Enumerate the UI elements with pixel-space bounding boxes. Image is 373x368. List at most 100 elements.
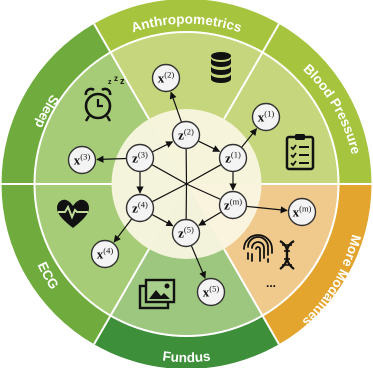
node-zm: z(m) — [218, 190, 248, 220]
star-edge-z3 — [151, 164, 187, 185]
node-circle — [287, 197, 317, 227]
segment-divider — [93, 23, 150, 120]
node-label-base: z — [132, 201, 138, 216]
star-edge-zm — [186, 183, 221, 200]
node-label: x(3) — [74, 152, 91, 168]
graph-nodes: z(2)z(1)z(m)z(5)z(4)z(3)x(2)x(1)x(m)x(5)… — [67, 63, 317, 307]
node-label-superscript: (3) — [80, 152, 90, 162]
segment-divider — [223, 248, 280, 345]
node-circle — [125, 143, 155, 173]
node-label-superscript: (1) — [231, 150, 241, 160]
node-label: x(1) — [258, 109, 275, 125]
latent-edge-z2-z1 — [198, 140, 221, 152]
node-label-superscript: (5) — [184, 225, 194, 235]
node-label: z(4) — [132, 200, 148, 216]
node-label-superscript: (1) — [264, 109, 274, 119]
node-label-base: x — [158, 71, 165, 86]
emission-edge-z3-x3 — [96, 155, 127, 163]
node-x1: x(1) — [251, 102, 281, 132]
node-circle — [251, 102, 281, 132]
node-label-superscript: (4) — [103, 246, 113, 256]
emission-edge-z5-x5 — [190, 245, 206, 279]
node-label-base: z — [225, 151, 231, 166]
svg-text:z: z — [108, 79, 112, 86]
node-circle — [125, 193, 155, 223]
node-circle — [90, 239, 120, 269]
node-z3: z(3) — [125, 143, 155, 173]
node-circle — [67, 145, 97, 175]
outer-segment-blood-pressure — [262, 23, 372, 184]
svg-text:z: z — [114, 74, 118, 83]
node-circle — [218, 190, 248, 220]
segment-divider — [223, 23, 280, 120]
node-z5: z(5) — [171, 218, 201, 248]
node-label: x(2) — [158, 70, 175, 86]
emission-edge-zm-xm — [246, 205, 288, 214]
node-x2: x(2) — [151, 63, 181, 93]
node-label-base: x — [74, 153, 81, 168]
outer-segment-fundus — [94, 315, 279, 368]
emission-edge-z1-x1 — [241, 128, 258, 148]
node-label-base: x — [258, 110, 265, 125]
node-label: z(3) — [132, 150, 148, 166]
alarm-clock-zzz-icon: z z z — [84, 74, 125, 122]
node-circle — [151, 63, 181, 93]
node-x4: x(4) — [90, 239, 120, 269]
node-label-superscript: (m) — [230, 197, 242, 207]
node-label-superscript: (2) — [164, 70, 174, 80]
node-label: x(4) — [97, 246, 114, 262]
segment-dividers — [1, 23, 372, 345]
outer-segment-ecg — [1, 184, 111, 345]
node-x5: x(5) — [196, 277, 226, 307]
node-label: x(m) — [293, 204, 312, 220]
node-label: z(2) — [178, 127, 194, 143]
latent-edge-zm-z5 — [198, 211, 222, 226]
node-label-base: z — [224, 198, 230, 213]
outer-segment-more-modalities — [262, 184, 372, 345]
star-edge-z1 — [186, 164, 222, 185]
node-label-superscript: (3) — [138, 150, 148, 160]
node-label: z(1) — [225, 150, 241, 166]
heartbeat-icon — [57, 199, 89, 228]
latent-edge-z3-z2 — [152, 141, 174, 153]
node-label-base: x — [97, 247, 104, 262]
database-icon — [211, 52, 231, 83]
node-z1: z(1) — [218, 143, 248, 173]
node-label-base: z — [178, 128, 184, 143]
node-label: z(5) — [178, 225, 194, 241]
clipboard-checklist-icon — [285, 134, 315, 171]
node-label: z(m) — [224, 197, 242, 213]
outer-segment-sleep — [1, 23, 111, 184]
latent-edge-z4-z5 — [152, 214, 174, 227]
node-label-superscript: (m) — [299, 204, 311, 214]
node-label-superscript: (2) — [184, 127, 194, 137]
node-label: x(5) — [203, 284, 220, 300]
emission-edge-z2-x2 — [169, 91, 182, 122]
star-edge-z4 — [152, 183, 187, 203]
node-label-superscript: (5) — [209, 284, 219, 294]
node-circle — [171, 120, 201, 150]
segment-label-fundus: Fundus — [162, 348, 211, 365]
node-circle — [196, 277, 226, 307]
node-label-superscript: (4) — [138, 200, 148, 210]
more-modalities-ellipsis: ... — [266, 276, 276, 290]
node-z4: z(4) — [125, 193, 155, 223]
node-x3: x(3) — [67, 145, 97, 175]
node-z2: z(2) — [171, 120, 201, 150]
node-circle — [218, 143, 248, 173]
node-xm: x(m) — [287, 197, 317, 227]
node-label-base: z — [132, 151, 138, 166]
graph-edges — [96, 91, 288, 279]
node-label-base: x — [203, 285, 210, 300]
image-gallery-icon — [138, 278, 176, 310]
node-circle — [171, 218, 201, 248]
segment-divider — [93, 248, 150, 345]
node-label-base: z — [178, 226, 184, 241]
emission-edge-z4-x4 — [113, 218, 133, 243]
svg-text:z: z — [120, 76, 125, 86]
node-label-base: x — [293, 205, 300, 220]
outer-segment-anthropometrics — [94, 0, 279, 53]
inner-ring-border — [33, 31, 340, 337]
